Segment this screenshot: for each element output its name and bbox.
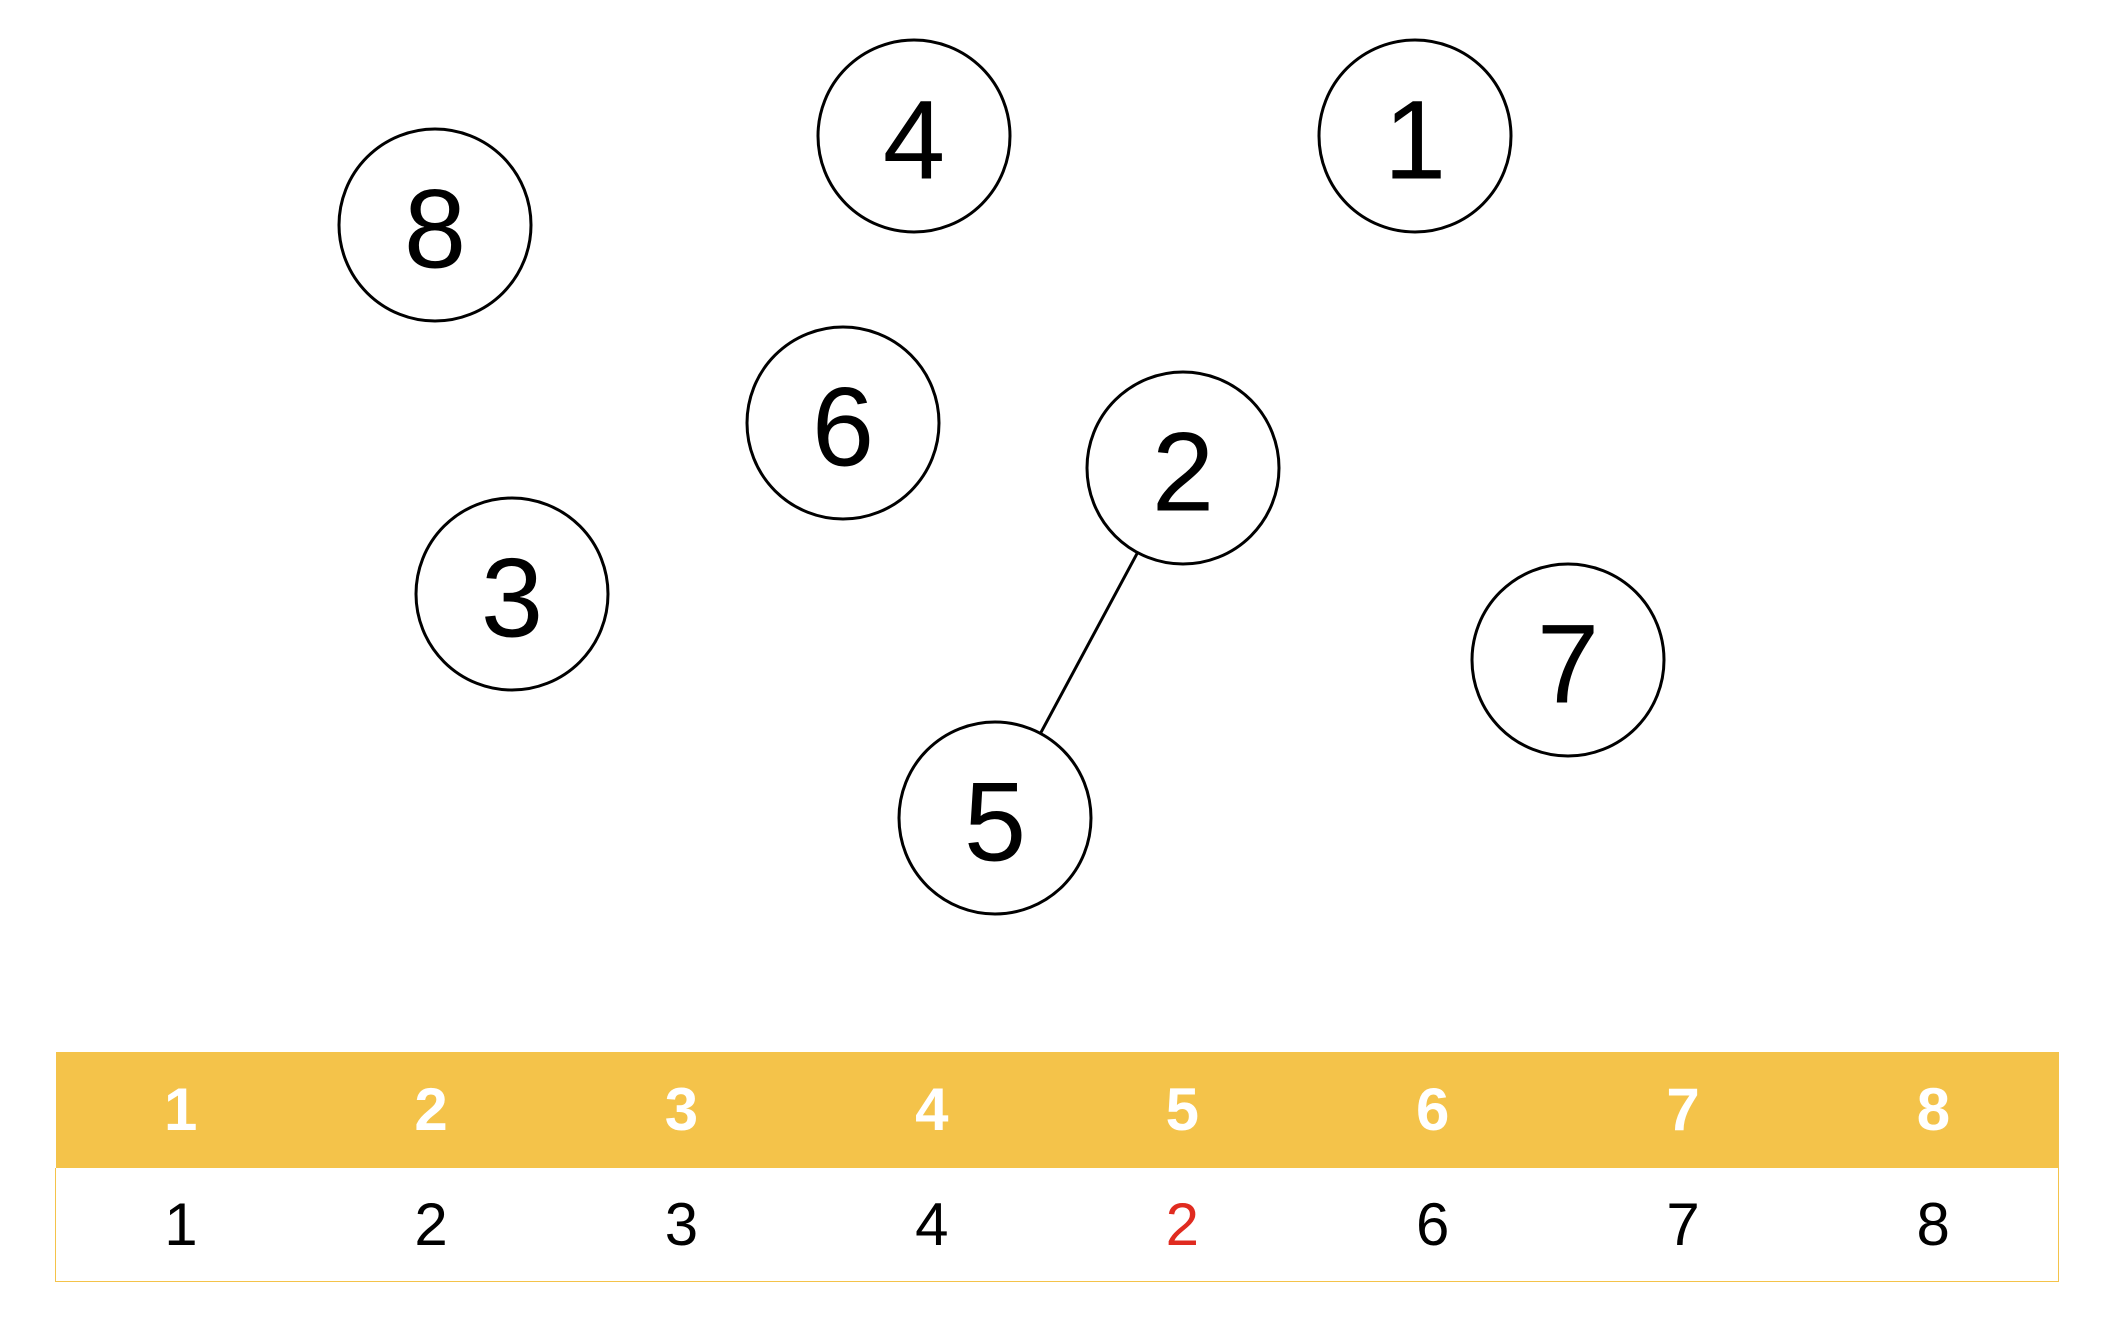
- graph-node-label-1: 1: [1384, 78, 1446, 203]
- graph-node-label-5: 5: [964, 760, 1026, 885]
- state-table-cell-2: 2: [305, 1168, 557, 1282]
- state-table-column-header-8: 8: [1808, 1052, 2059, 1168]
- graph-node-4[interactable]: 4: [816, 38, 1012, 234]
- graph-canvas: 8 4 1 6 2 3 7 5: [337, 38, 1666, 916]
- state-table-cell-1: 1: [54, 1168, 306, 1282]
- graph-node-label-3: 3: [481, 536, 543, 661]
- graph-node-circle-5: [897, 720, 1093, 916]
- graph-node-7[interactable]: 7: [1470, 562, 1666, 758]
- graph-node-6[interactable]: 6: [745, 325, 941, 521]
- graph-node-1[interactable]: 1: [1317, 38, 1513, 234]
- graph-node-3[interactable]: 3: [414, 496, 610, 692]
- graph-node-5[interactable]: 5: [897, 720, 1093, 916]
- graph-edge-layer: [1039, 551, 1139, 735]
- state-table-cell-3: 3: [556, 1168, 807, 1282]
- graph-node-circle-2: [1085, 370, 1281, 566]
- graph-node-layer: 8 4 1 6 2 3 7 5: [337, 38, 1666, 916]
- graph-node-label-2: 2: [1152, 410, 1214, 535]
- graph-node-circle-7: [1470, 562, 1666, 758]
- graph-node-label-7: 7: [1537, 602, 1599, 727]
- graph-node-circle-3: [414, 496, 610, 692]
- state-table-cell-5: 2: [1057, 1168, 1308, 1282]
- state-table-column-header-5: 5: [1057, 1052, 1308, 1168]
- graph-node-label-4: 4: [883, 78, 945, 203]
- state-table-column-header-2: 2: [305, 1052, 557, 1168]
- graph-node-2[interactable]: 2: [1085, 370, 1281, 566]
- graph-node-circle-6: [745, 325, 941, 521]
- state-table-cell-8: 8: [1808, 1168, 2060, 1282]
- state-table-column-header-3: 3: [556, 1052, 807, 1168]
- graph-node-label-8: 8: [404, 167, 466, 292]
- graph-edge-2-5: [1039, 551, 1139, 735]
- state-table-cell-7: 7: [1557, 1168, 1809, 1282]
- state-table-column-header-4: 4: [806, 1052, 1058, 1168]
- state-table-column-header-7: 7: [1557, 1052, 1809, 1168]
- graph-node-8[interactable]: 8: [337, 127, 533, 323]
- graph-node-circle-4: [816, 38, 1012, 234]
- graph-node-label-6: 6: [812, 365, 874, 490]
- graph-svg: 8 4 1 6 2 3 7 5: [337, 38, 1666, 916]
- state-table-cell-4: 4: [806, 1168, 1058, 1282]
- graph-node-circle-1: [1317, 38, 1513, 234]
- graph-node-circle-8: [337, 127, 533, 323]
- state-table-cell-6: 6: [1307, 1168, 1558, 1282]
- state-table-column-header-6: 6: [1307, 1052, 1558, 1168]
- state-table-column-header-1: 1: [55, 1052, 306, 1168]
